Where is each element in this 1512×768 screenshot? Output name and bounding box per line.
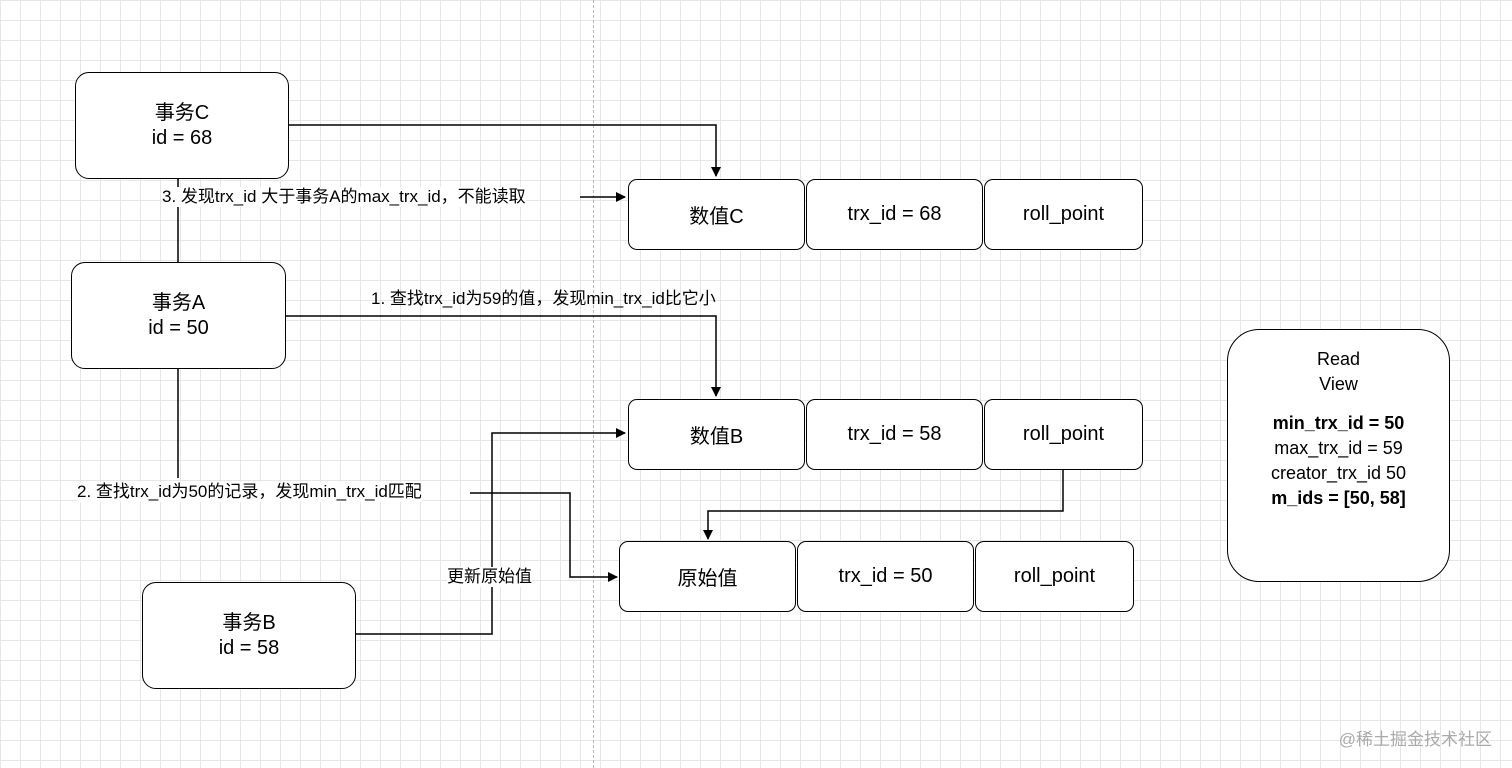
transaction-b-box: 事务B id = 58 (142, 582, 356, 689)
record-c-trx-id: trx_id = 68 (806, 179, 983, 250)
read-view-title-line2: View (1319, 374, 1358, 394)
record-b-value: 数值B (628, 399, 805, 470)
edge-rollpoint-b-to-original (703, 470, 1064, 540)
edge-step2-to-original (470, 492, 618, 582)
edge-label-update: 更新原始值 (447, 567, 532, 587)
transaction-b-name: 事务B (222, 611, 276, 634)
transaction-c-id: id = 68 (151, 126, 213, 149)
edge-b-update-to-value-b (356, 428, 626, 635)
edge-label-step1: 1. 查找trx_id为59的值，发现min_trx_id比它小 (371, 289, 716, 308)
transaction-c-box: 事务C id = 68 (75, 72, 289, 179)
read-view-creator-trx-id: creator_trx_id 50 (1270, 463, 1407, 483)
record-original-trx-id: trx_id = 50 (797, 541, 974, 612)
transaction-a-id: id = 50 (148, 316, 209, 339)
edge-label-step2: 2. 查找trx_id为50的记录，发现min_trx_id匹配 (77, 482, 422, 502)
dashed-guide-line (593, 0, 594, 768)
read-view-fields: min_trx_id = 50 max_trx_id = 59 creator_… (1228, 411, 1449, 511)
transaction-c-name: 事务C (154, 101, 210, 124)
edge-label-step3: 3. 发现trx_id 大于事务A的max_trx_id，不能读取 (162, 187, 526, 207)
read-view-min-trx-id: min_trx_id = 50 (1272, 413, 1405, 433)
transaction-a-name: 事务A (151, 291, 206, 314)
record-c-roll-pointer: roll_point (984, 179, 1143, 250)
read-view-m-ids: m_ids = [50, 58] (1271, 488, 1406, 508)
edge-a-to-value-b (286, 315, 721, 397)
record-b-trx-id: trx_id = 58 (806, 399, 983, 470)
edge-c-to-value-c (289, 124, 721, 177)
read-view-title: Read View (1228, 347, 1449, 397)
record-original-value: 原始值 (619, 541, 796, 612)
record-b-roll-pointer: roll_point (984, 399, 1143, 470)
record-c-value: 数值C (628, 179, 805, 250)
read-view-box: Read View min_trx_id = 50 max_trx_id = 5… (1227, 329, 1450, 582)
record-original-roll-pointer: roll_point (975, 541, 1134, 612)
read-view-max-trx-id: max_trx_id = 59 (1274, 438, 1403, 458)
transaction-b-id: id = 58 (218, 636, 280, 659)
transaction-a-box: 事务A id = 50 (71, 262, 286, 369)
watermark: @稀土掘金技术社区 (1338, 730, 1492, 749)
read-view-title-line1: Read (1316, 349, 1361, 369)
